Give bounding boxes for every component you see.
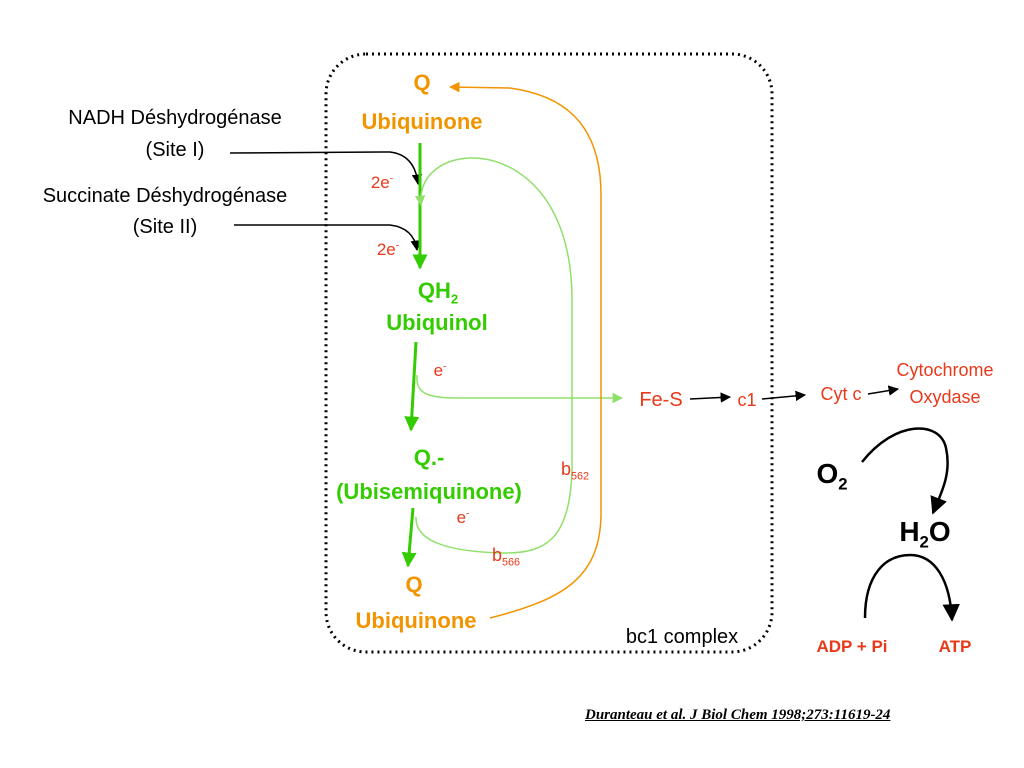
quinone-bottom-name: Ubiquinone — [355, 608, 477, 633]
o2-to-h2o-arrow — [861, 427, 949, 515]
semiquinone-to-q-arrow — [401, 507, 417, 568]
fes-to-c1-arrow — [689, 392, 732, 403]
succinate-site-label: (Site II) — [132, 216, 198, 238]
cytochrome-c-label: Cyt c — [820, 384, 862, 404]
electron-label-1: e- — [433, 361, 447, 380]
quinone-top-symbol: Q — [413, 70, 431, 95]
adp-pi-label: ADP + Pi — [816, 637, 888, 656]
nadh-site-label: (Site I) — [145, 139, 205, 161]
fes-label: Fe-S — [639, 389, 683, 411]
nadh-input-arrow — [229, 151, 423, 186]
c1-label: c1 — [737, 390, 757, 410]
semiquinone-symbol: Q.- — [413, 445, 445, 470]
cytc-to-oxidase-arrow — [867, 385, 900, 396]
two-electron-label-2: 2e- — [376, 240, 400, 259]
cytochrome-oxidase-label-line1: Cytochrome — [896, 360, 994, 380]
electron-to-fes-arrow — [416, 374, 624, 404]
adp-to-atp-arrow — [863, 553, 960, 622]
heme-b562-label: b562 — [560, 459, 590, 483]
semiquinone-name: (Ubisemiquinone) — [336, 479, 522, 504]
quinone-recycle-loop — [448, 81, 602, 619]
quinone-bottom-symbol: Q — [405, 572, 423, 597]
bc1-complex-label: bc1 complex — [625, 626, 739, 648]
heme-recycle-path — [414, 157, 573, 554]
bc1-complex-boundary — [324, 52, 774, 654]
citation: Duranteau et al. J Biol Chem 1998;273:11… — [585, 707, 891, 723]
ubiquinol-symbol: QH2 — [417, 278, 459, 307]
succinate-dehydrogenase-label: Succinate Déshydrogénase — [42, 185, 288, 207]
oxygen-label: O2 — [816, 458, 848, 494]
nadh-dehydrogenase-label: NADH Déshydrogénase — [68, 107, 282, 129]
atp-label: ATP — [938, 637, 972, 656]
quinone-top-name: Ubiquinone — [361, 109, 483, 134]
heme-b566-label: b566 — [491, 545, 521, 569]
succinate-input-arrow — [234, 224, 421, 252]
two-electron-label-1: 2e- — [370, 173, 394, 192]
electron-label-2: e- — [456, 508, 470, 527]
qh2-to-semiquinone-arrow — [404, 341, 420, 432]
ubiquinol-name: Ubiquinol — [386, 310, 488, 335]
cytochrome-oxidase-label-line2: Oxydase — [909, 387, 981, 407]
c1-to-cytc-arrow — [761, 390, 807, 402]
water-label: H2O — [899, 516, 951, 552]
